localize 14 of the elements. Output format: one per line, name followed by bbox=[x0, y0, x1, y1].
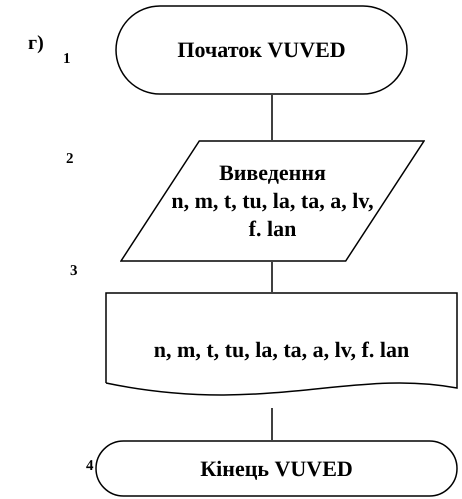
parallelogram-shape bbox=[120, 140, 425, 262]
node-text: n, m, t, tu, la, ta, a, lv, f. lan bbox=[154, 336, 410, 364]
step-number: 1 bbox=[63, 50, 70, 69]
connector-line bbox=[271, 262, 273, 292]
step-number: 4 bbox=[86, 457, 94, 476]
node-text: Кінець VUVED bbox=[200, 454, 353, 482]
connector-line bbox=[271, 408, 273, 440]
step-number: 2 bbox=[66, 150, 74, 169]
figure-label: г) bbox=[28, 31, 44, 56]
connector-line bbox=[271, 95, 273, 140]
step-number: 3 bbox=[70, 262, 78, 281]
node-text: n, m, t, tu, la, ta, a, lv, f. lan bbox=[170, 187, 375, 243]
node-text: Виведення bbox=[219, 159, 326, 187]
node-text: Початок VUVED bbox=[177, 36, 346, 64]
